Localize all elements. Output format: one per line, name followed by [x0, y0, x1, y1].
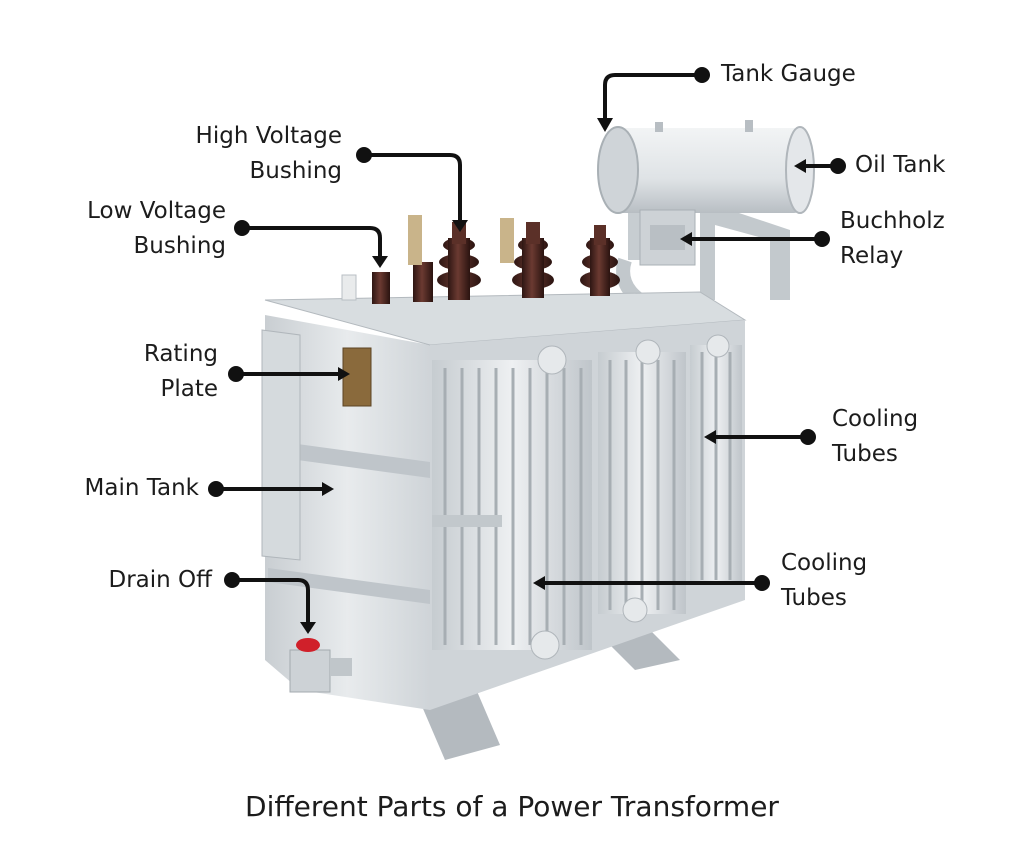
pointer-drain-off — [232, 578, 310, 625]
label-cooling-tubes-upper: Cooling Tubes — [832, 402, 918, 472]
drain-valve-shape — [289, 638, 352, 693]
label-cooling-tubes-upper-line2: Tubes — [832, 441, 898, 467]
label-drain-off: Drain Off — [108, 567, 213, 593]
label-high-voltage-bushing-line1: High Voltage — [195, 123, 342, 149]
pointer-high-voltage-bushing — [364, 153, 462, 222]
arrowhead-low-voltage-bushing — [372, 256, 388, 268]
dot-main-tank — [208, 481, 224, 497]
arrowhead-main-tank — [322, 482, 334, 496]
arrowhead-cooling-tubes-upper — [704, 430, 716, 444]
dot-low-voltage-bushing — [234, 220, 250, 236]
label-cooling-tubes-lower: Cooling Tubes — [781, 546, 867, 616]
label-cooling-tubes-upper-line1: Cooling — [832, 406, 919, 432]
dot-tank-gauge — [694, 67, 710, 83]
label-high-voltage-bushing-line2: Bushing — [249, 158, 342, 184]
arrowhead-buchholz-relay — [680, 232, 692, 246]
arrowhead-rating-plate — [338, 367, 350, 381]
cooling-fins — [432, 334, 742, 660]
label-buchholz-relay-line2: Relay — [840, 243, 904, 269]
bushings — [341, 215, 620, 304]
dot-drain-off — [224, 572, 240, 588]
arrowhead-drain-off — [300, 622, 316, 634]
diagram-caption: Different Parts of a Power Transformer — [245, 790, 779, 823]
label-oil-tank: Oil Tank — [855, 152, 946, 178]
rating-plate-shape — [342, 347, 372, 407]
label-main-tank: Main Tank — [84, 475, 199, 501]
label-low-voltage-bushing-line1: Low Voltage — [87, 198, 226, 224]
oil-tank-cylinder — [597, 120, 815, 214]
label-tank-gauge: Tank Gauge — [721, 61, 856, 87]
buchholz-relay-shape — [616, 209, 696, 306]
pointer-heads — [208, 67, 846, 634]
label-cooling-tubes-lower-line1: Cooling — [781, 550, 868, 576]
pointer-low-voltage-bushing — [242, 226, 382, 258]
label-rating-plate-line2: Plate — [160, 376, 218, 402]
label-rating-plate: Rating Plate — [100, 337, 218, 407]
label-low-voltage-bushing-line2: Bushing — [133, 233, 226, 259]
arrowhead-cooling-tubes-lower — [533, 576, 545, 590]
arrowhead-oil-tank — [794, 159, 806, 173]
dot-cooling-tubes-lower — [754, 575, 770, 591]
arrowhead-tank-gauge — [597, 118, 613, 132]
dot-high-voltage-bushing — [356, 147, 372, 163]
label-cooling-tubes-lower-line2: Tubes — [781, 585, 847, 611]
label-rating-plate-line1: Rating — [143, 341, 218, 367]
dot-cooling-tubes-upper — [800, 429, 816, 445]
label-low-voltage-bushing: Low Voltage Bushing — [40, 194, 226, 264]
label-high-voltage-bushing: High Voltage Bushing — [150, 119, 342, 189]
label-buchholz-relay: Buchholz Relay — [840, 204, 945, 274]
arrowhead-high-voltage-bushing — [452, 220, 468, 232]
dot-buchholz-relay — [814, 231, 830, 247]
pointer-tank-gauge — [603, 73, 702, 120]
label-buchholz-relay-line1: Buchholz — [840, 208, 945, 234]
dot-oil-tank — [830, 158, 846, 174]
dot-rating-plate — [228, 366, 244, 382]
